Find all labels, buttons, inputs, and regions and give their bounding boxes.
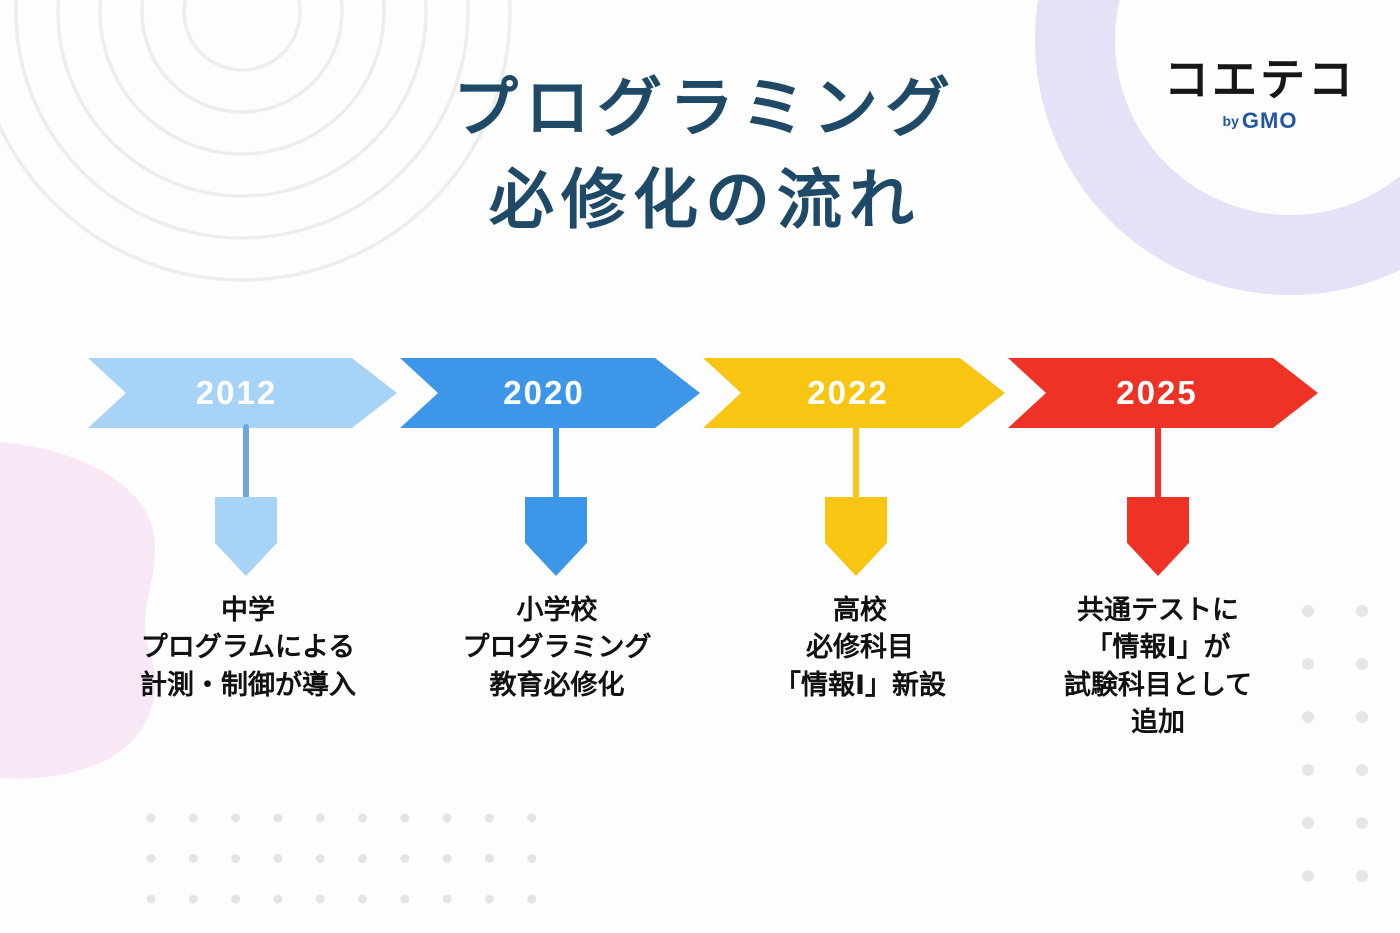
logo-by-text: by <box>1222 112 1239 129</box>
dot-grid-right <box>1302 605 1368 882</box>
item-description: 小学校 プログラミング 教育必修化 <box>462 595 652 700</box>
item-description: 高校 必修科目 「情報Ⅰ」新設 <box>773 595 947 700</box>
year-label: 2022 <box>807 374 889 411</box>
timeline-arrow-2022: 2022 <box>703 358 1005 428</box>
logo-gmo-text: GMO <box>1241 107 1298 133</box>
timeline-arrow-2012: 2012 <box>88 358 397 428</box>
pin-stem <box>1155 424 1161 499</box>
page-title: プログラミング 必修化の流れ <box>452 71 957 237</box>
year-label: 2012 <box>195 374 278 411</box>
pin-stem <box>553 424 559 499</box>
year-label: 2025 <box>1116 374 1198 411</box>
ring-decoration <box>1035 0 1400 295</box>
year-label: 2020 <box>503 374 585 411</box>
dot-grid-bottom <box>146 813 537 904</box>
pink-blob-decoration <box>0 442 156 779</box>
pin-stem <box>243 424 249 499</box>
logo-brand-text: コエテコ <box>1163 54 1356 105</box>
timeline-arrow-2025: 2025 <box>1008 358 1318 428</box>
timeline-arrow-2020: 2020 <box>400 358 700 428</box>
concentric-circles-decoration <box>0 0 512 282</box>
pin-stem <box>853 424 859 499</box>
item-description: 中学 プログラムによる 計測・制御が導入 <box>140 595 356 700</box>
item-description: 共通テストに 「情報Ⅰ」が 試験科目として 追加 <box>1063 595 1253 737</box>
